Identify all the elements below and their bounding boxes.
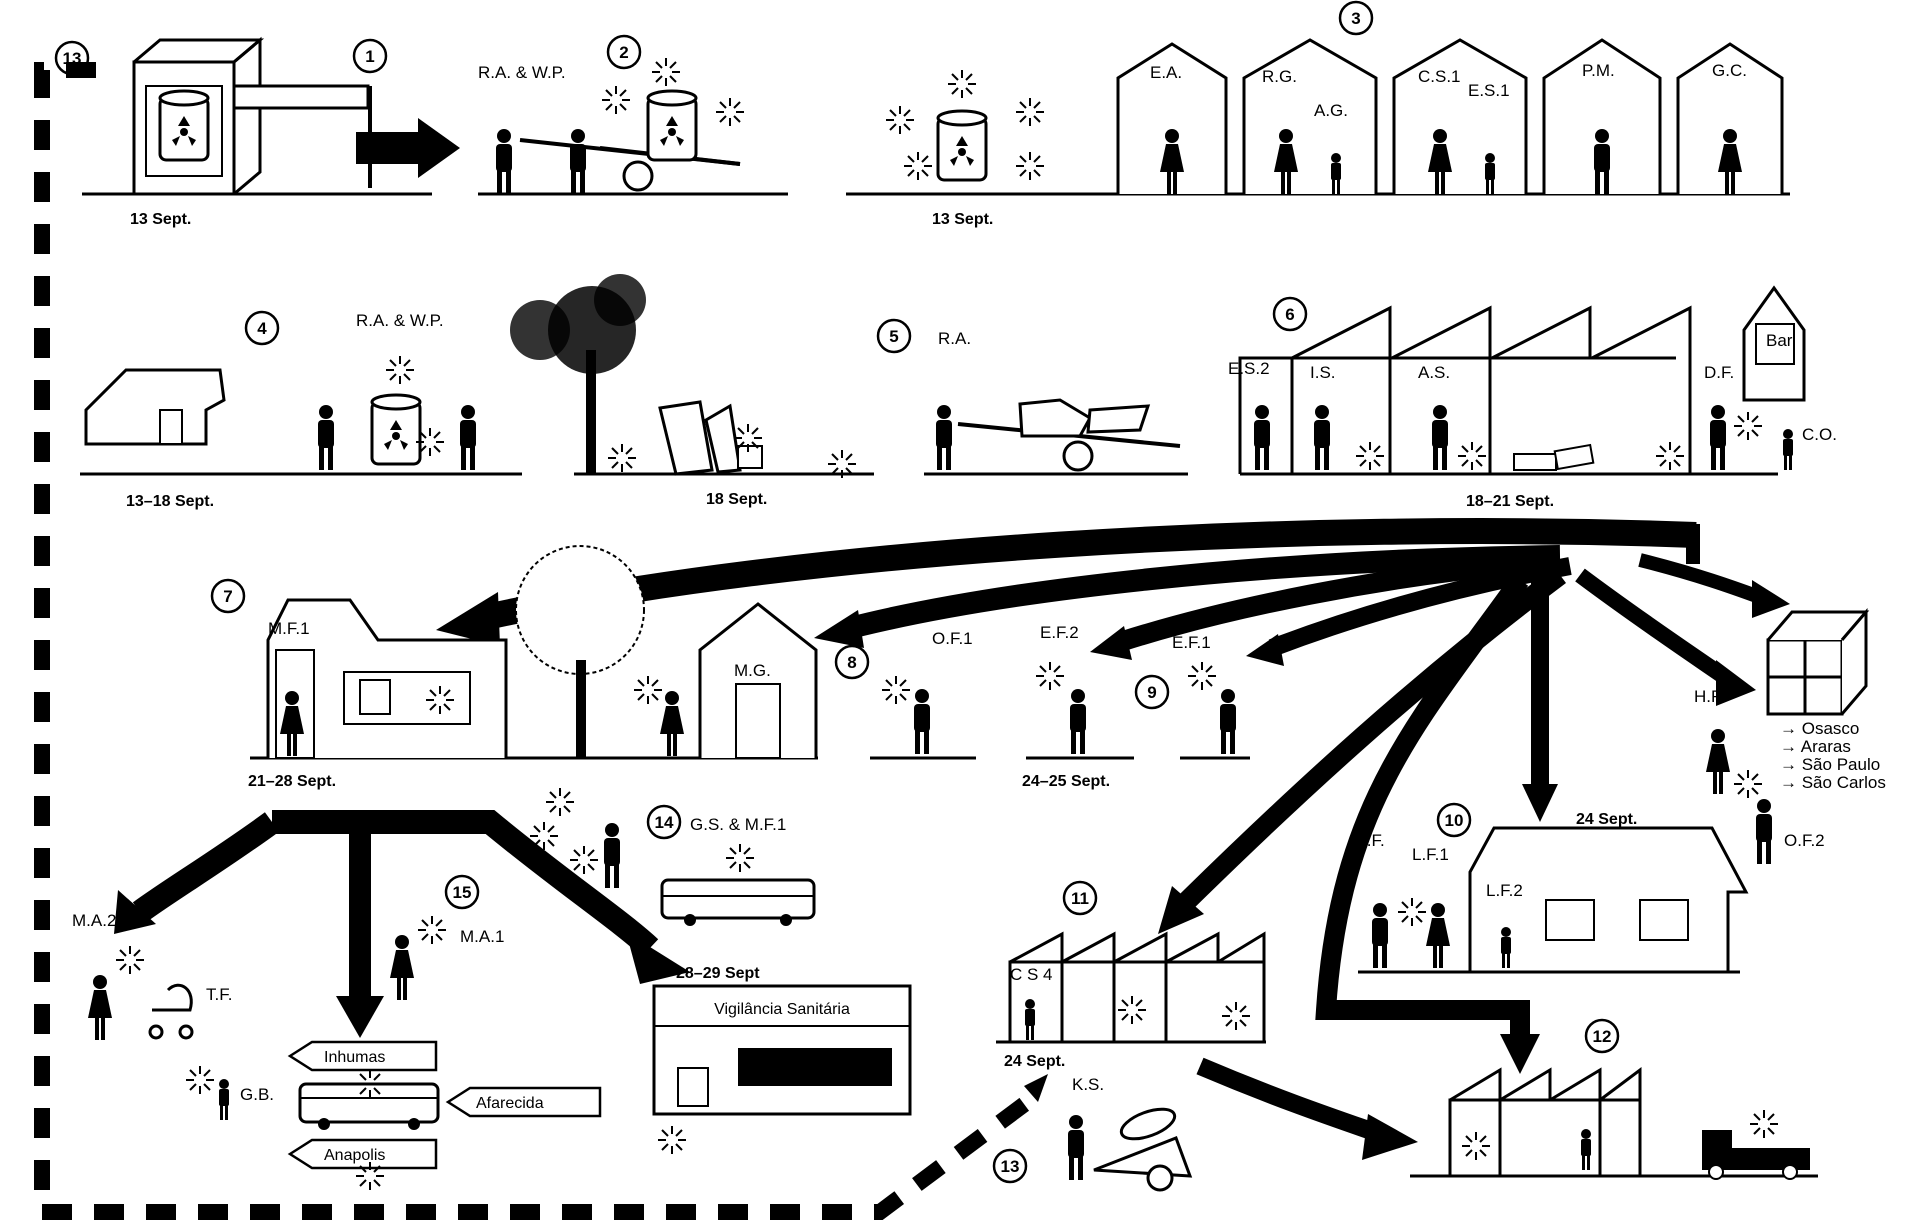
label-es1: E.S.1 [1468, 81, 1510, 100]
panel-number: 10 [1445, 811, 1464, 830]
date-label: 13 Sept. [130, 211, 191, 228]
panel-numbers: 13 1 2 3 4 5 6 7 8 9 10 11 12 13 14 15 [54, 0, 1620, 1184]
label-df: D.F. [1704, 363, 1734, 382]
panel-number: 14 [655, 813, 674, 832]
sign-vigilancia-text: Vigilância Sanitária [714, 1001, 850, 1018]
arrow-to-12 [1196, 1057, 1383, 1143]
label-gc: G.C. [1712, 61, 1747, 80]
date-label: 24 Sept. [1004, 1053, 1065, 1070]
label-lf1: L.F.1 [1412, 845, 1449, 864]
bus-bottom [298, 1082, 440, 1130]
panel-4-breaking-capsule [80, 355, 522, 476]
label-tf: T.F. [206, 985, 232, 1004]
date-label: 24–25 Sept. [1022, 773, 1110, 790]
label-lf2: L.F.2 [1486, 881, 1523, 900]
panel-number: 11 [1071, 889, 1089, 908]
date-label: 24 Sept. [1576, 811, 1637, 828]
label-ea: E.A. [1150, 63, 1182, 82]
stroller [148, 983, 194, 1040]
panel-number: 13 [1001, 1157, 1020, 1176]
panel-3-houses [846, 38, 1790, 196]
panel-number: 7 [223, 587, 232, 606]
label-ks: K.S. [1072, 1075, 1104, 1094]
panel-number: 9 [1147, 683, 1156, 702]
label-es2: E.S.2 [1228, 359, 1270, 378]
date-label: 13–18 Sept. [126, 493, 214, 510]
label-ma2: M.A.2 [72, 911, 116, 930]
ks-cart [1068, 1107, 1193, 1192]
vigilancia-building [652, 984, 912, 1155]
panel-11-junkyard [996, 931, 1266, 1044]
destination-item: → São Paulo [1780, 755, 1880, 774]
tree [510, 274, 646, 474]
sign-anapolis [287, 1138, 438, 1170]
panel-8-9-workers [870, 661, 1250, 760]
panel-7-house-mf1 [250, 545, 818, 760]
sign-inhumas [287, 1040, 438, 1072]
label-co: C.O. [1802, 425, 1837, 444]
label-ef1: E.F.1 [1172, 633, 1211, 652]
label-is: I.S. [1310, 363, 1336, 382]
date-labels: 13 Sept. 13 Sept. 13–18 Sept. 18 Sept. 1… [126, 211, 1637, 1070]
bus-top [660, 878, 816, 926]
label-ra-wp-2: R.A. & W.P. [356, 311, 444, 330]
panel-2-scavengers [478, 57, 788, 196]
sign-afarecida [445, 1086, 602, 1118]
date-label: 21–28 Sept. [248, 773, 336, 790]
label-of2: O.F.2 [1784, 831, 1825, 850]
label-ag: A.G. [1314, 101, 1348, 120]
sign-afarecida-text: Afarecida [476, 1095, 544, 1112]
date-label: 28–29 Sept [676, 965, 760, 982]
label-hf: H.F. [1694, 687, 1724, 706]
panel-number: 12 [1593, 1027, 1612, 1046]
label-cs1: C.S.1 [1418, 67, 1461, 86]
destination-item: → Osasco [1780, 719, 1859, 738]
date-label: 13 Sept. [932, 211, 993, 228]
label-ra-wp: R.A. & W.P. [478, 63, 566, 82]
destination-item: → São Carlos [1780, 773, 1886, 792]
panel-6-junkyard [1238, 285, 1806, 476]
label-gb: G.B. [240, 1085, 274, 1104]
label-pm: P.M. [1582, 61, 1615, 80]
label-ef2: E.F.2 [1040, 623, 1079, 642]
sign-texts: Inhumas Afarecida Anapolis Vigilância Sa… [324, 1001, 850, 1164]
label-if: I.F. [1362, 831, 1385, 850]
panel-number: 3 [1351, 9, 1360, 28]
label-cs4: C S 4 [1010, 965, 1053, 984]
label-ra: R.A. [938, 329, 971, 348]
label-mg: M.G. [734, 661, 771, 680]
panel-10-house [1358, 826, 1749, 974]
label-of1: O.F.1 [932, 629, 973, 648]
panel-1-clinic [82, 36, 460, 196]
destination-item: → Araras [1780, 737, 1851, 756]
panel-12-junkyard [1410, 1067, 1818, 1180]
dashed-return-path [34, 62, 1048, 1220]
date-label: 18 Sept. [706, 491, 767, 508]
label-ma1: M.A.1 [460, 927, 504, 946]
hf-figure [1706, 729, 1730, 794]
outbreak-arrows [132, 810, 659, 1000]
sign-anapolis-text: Anapolis [324, 1147, 385, 1164]
panel-number: 2 [619, 43, 628, 62]
panel-number: 1 [365, 47, 374, 66]
panel-number: 5 [889, 327, 898, 346]
label-rg: R.G. [1262, 67, 1297, 86]
distribution-arrowheads [436, 580, 1790, 1074]
label-gs-mf1: G.S. & M.F.1 [690, 815, 786, 834]
stacked-boxes [1766, 607, 1870, 716]
panel-number: 4 [257, 319, 267, 338]
panel-number: 13 [63, 49, 82, 68]
label-mf1: M.F.1 [268, 619, 310, 638]
destination-list: → Osasco → Araras → São Paulo → São Carl… [1780, 719, 1886, 792]
date-label: 18–21 Sept. [1466, 493, 1554, 510]
panel-number: 6 [1285, 305, 1294, 324]
sign-inhumas-text: Inhumas [324, 1049, 385, 1066]
label-as: A.S. [1418, 363, 1450, 382]
panel-number: 15 [453, 883, 472, 902]
panel-5-cart [510, 274, 1188, 479]
label-bar: Bar [1766, 331, 1793, 350]
panel-number: 8 [847, 653, 856, 672]
person-labels: R.A. & W.P. E.A. R.G. A.G. C.S.1 E.S.1 P… [72, 61, 1837, 1104]
